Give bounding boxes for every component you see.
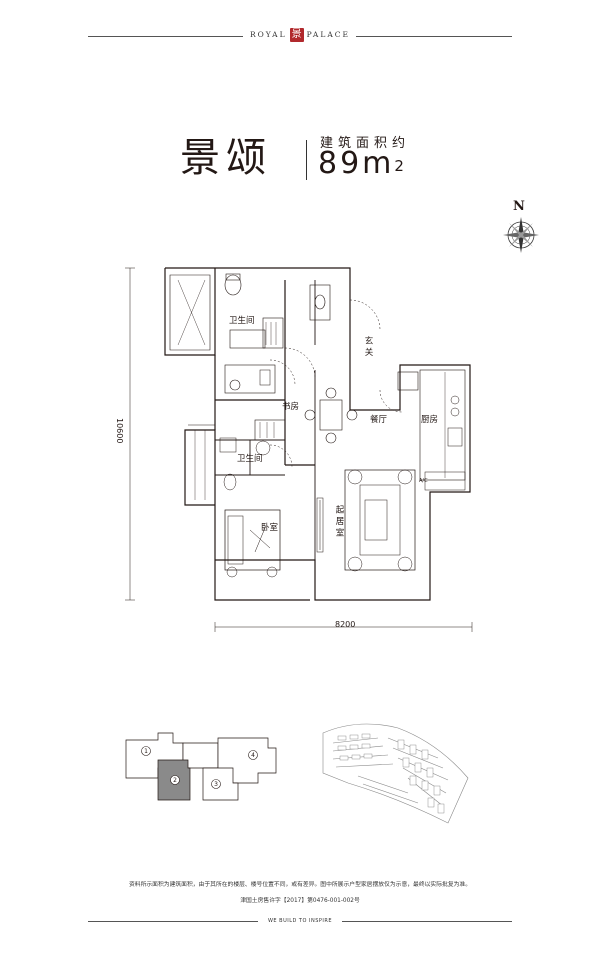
room-label-bedroom: 卧室: [261, 523, 279, 533]
room-label-study: 书房: [282, 402, 300, 412]
disclaimer-text: 资料所示面积为建筑面积，由于其所在的楼层、楼号位置不同，或有差异。图中所展示户型…: [128, 882, 472, 888]
dimension-width: 8200: [335, 620, 356, 629]
title-divider: [306, 140, 307, 180]
license-text: 津国土房售许字【2017】第0476-001-002号: [240, 898, 360, 904]
compass-rose-icon: [503, 217, 539, 253]
room-label-entrance: 玄关: [363, 336, 373, 359]
brand-left-text: ROYAL: [250, 30, 287, 39]
header-line-left: [88, 36, 243, 37]
building-key-plan: 1 2 3 4: [125, 732, 277, 801]
room-label-kitchen: 厨房: [421, 415, 439, 425]
unit-number-4: 4: [251, 752, 255, 759]
room-label-bathroom-top: 卫生间: [229, 316, 255, 326]
area-number: 89m: [318, 146, 395, 181]
header-line-right: [356, 36, 512, 37]
brand-right-text: PALACE: [306, 30, 350, 39]
room-label-living: 起居室: [334, 505, 344, 540]
footer-line-right: [342, 921, 512, 922]
room-label-dining: 餐厅: [370, 415, 388, 425]
compass-north-label: N: [513, 199, 525, 214]
unit-number-1: 1: [144, 748, 148, 755]
dimension-height: 10600: [115, 418, 124, 444]
area-label: 建筑面积约: [320, 136, 411, 151]
brand-mark-icon: 景: [289, 28, 304, 42]
site-master-plan: [322, 723, 469, 824]
footer-slogan: WE BUILD TO INSPIRE: [267, 918, 333, 924]
footer-line-left: [88, 921, 258, 922]
unit-number-3: 3: [214, 781, 218, 788]
room-label-bathroom-small: 卫生间: [237, 454, 263, 464]
area-value: 89m2: [318, 146, 407, 182]
ac-label: A/C: [419, 478, 428, 484]
floor-plan: A/C: [125, 267, 473, 632]
unit-number-2: 2: [173, 777, 177, 784]
area-unit-superscript: 2: [394, 157, 407, 175]
unit-name: 景颂: [180, 135, 272, 181]
